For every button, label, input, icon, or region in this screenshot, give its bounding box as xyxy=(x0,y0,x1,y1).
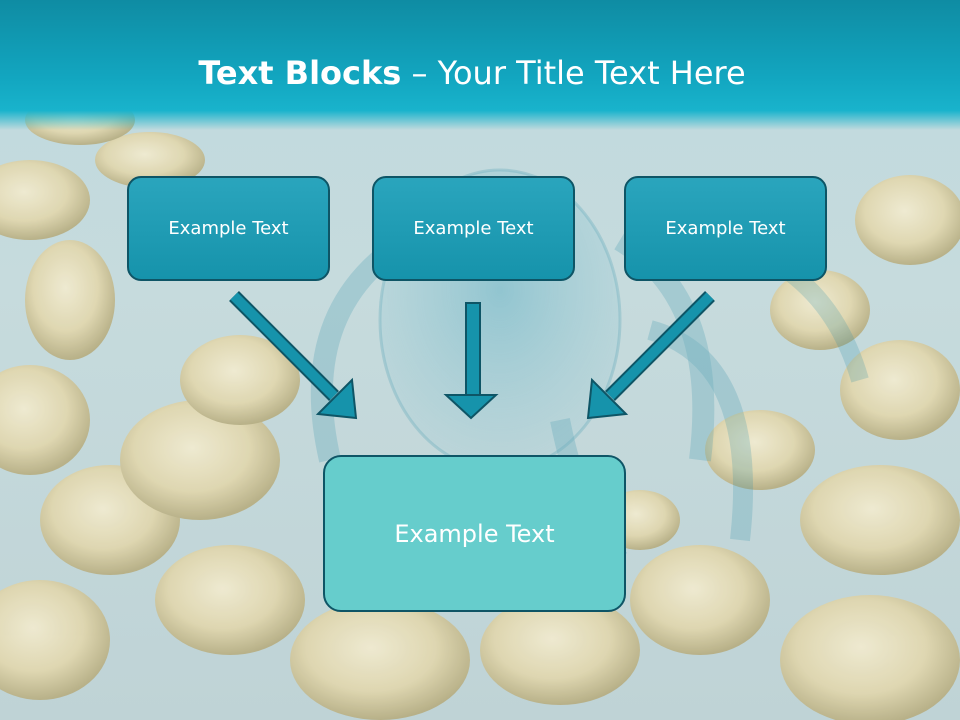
arrow-down-icon xyxy=(443,302,499,420)
arrow-right-icon xyxy=(586,291,715,420)
arrow-left-icon xyxy=(229,291,358,420)
title-bold-text: Text Blocks xyxy=(198,54,402,92)
text-block-3[interactable]: Example Text xyxy=(624,176,827,281)
text-block-3-label: Example Text xyxy=(665,218,786,239)
title-rest-text: – Your Title Text Here xyxy=(401,54,746,92)
text-block-1[interactable]: Example Text xyxy=(127,176,330,281)
main-text-block-label: Example Text xyxy=(394,519,555,548)
text-block-2[interactable]: Example Text xyxy=(372,176,575,281)
text-block-2-label: Example Text xyxy=(413,218,534,239)
main-text-block[interactable]: Example Text xyxy=(323,455,626,612)
text-block-1-label: Example Text xyxy=(168,218,289,239)
title-bar xyxy=(0,0,960,130)
page-title: Text Blocks – Your Title Text Here xyxy=(0,54,944,92)
